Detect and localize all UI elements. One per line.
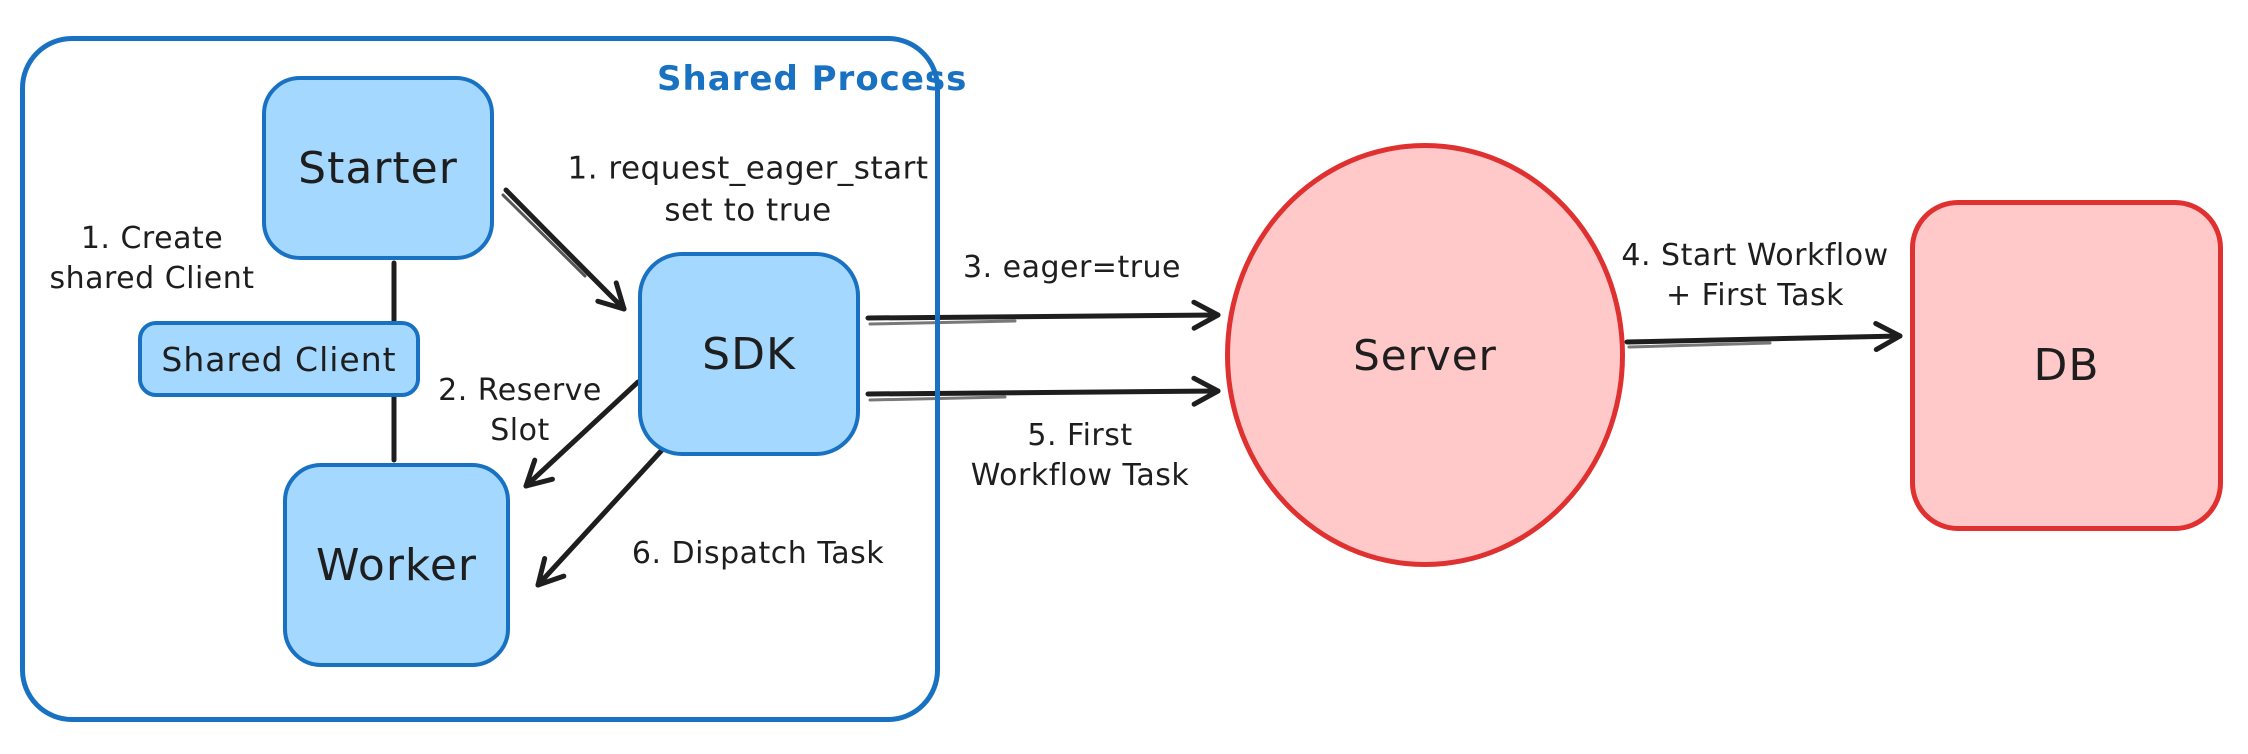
node-shared-client-label: Shared Client: [161, 339, 397, 379]
annotation-dispatch-task: 6. Dispatch Task: [631, 535, 885, 571]
arrow-sdk-to-server-eager-sketch: [868, 319, 1017, 326]
node-db-label: DB: [2033, 340, 2100, 391]
arrow-sdk-to-worker-reserve: [523, 379, 641, 489]
node-server-label: Server: [1353, 330, 1497, 380]
arrow-starter-to-sdk: [503, 187, 627, 312]
arrow-starter-to-sdk-sketch: [501, 193, 587, 278]
arrow-sdk-to-server-eager: [865, 299, 1221, 331]
annotation-eager-true: 3. eager=true: [962, 249, 1182, 285]
node-server: Server: [1225, 143, 1625, 567]
node-worker-label: Worker: [315, 539, 477, 591]
node-starter-label: Starter: [298, 142, 458, 194]
arrow-sdk-to-server-first-task-sketch: [868, 395, 1007, 402]
node-starter: Starter: [262, 76, 494, 260]
annotation-first-workflow-task: 5. First Workflow Task: [970, 417, 1190, 493]
node-db: DB: [1910, 200, 2223, 531]
annotation-start-workflow-first-task: 4. Start Workflow + First Task: [1621, 237, 1889, 313]
arrow-server-to-db: [1624, 321, 1903, 353]
arrow-server-to-db-sketch: [1627, 341, 1772, 349]
arrow-sdk-to-worker-dispatch: [535, 447, 665, 588]
node-worker: Worker: [283, 463, 510, 667]
node-sdk: SDK: [638, 252, 860, 456]
annotation-create-shared-client: 1. Create shared Client: [49, 220, 255, 296]
arrow-sdk-to-server-first-task: [865, 375, 1221, 407]
annotation-request-eager-start: 1. request_eager_start set to true: [567, 150, 929, 228]
node-sdk-label: SDK: [702, 328, 796, 380]
node-shared-client: Shared Client: [138, 321, 420, 397]
annotation-reserve-slot: 2. Reserve Slot: [438, 372, 602, 448]
